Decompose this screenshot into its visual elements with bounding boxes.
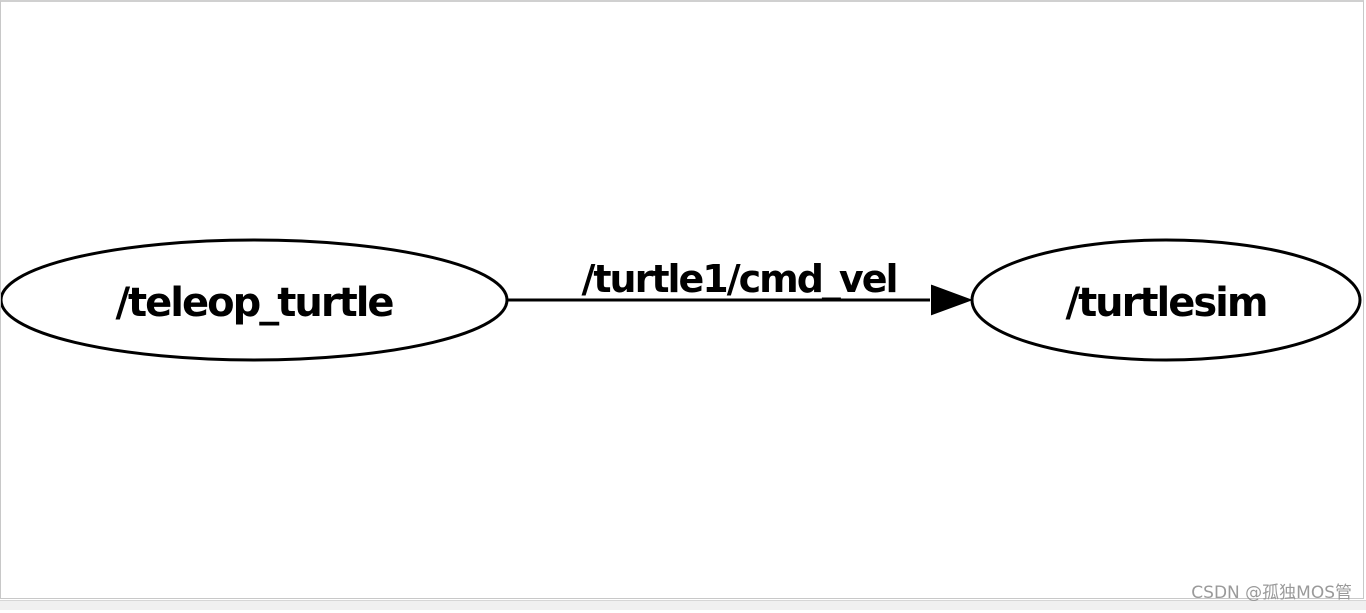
node-ellipse (970, 238, 1362, 362)
edge-arrowhead (931, 284, 973, 316)
node-label-turtlesim: /turtlesim (1065, 280, 1266, 326)
edge-teleop-to-turtlesim: /turtle1/cmd_vel (508, 257, 973, 316)
edge-label-topic: /turtle1/cmd_vel (581, 257, 896, 301)
bottom-scroll-strip (0, 600, 1366, 610)
node-turtlesim[interactable]: /turtlesim (970, 238, 1362, 362)
node-ellipse (0, 238, 509, 362)
node-label-teleop-turtle: /teleop_turtle (115, 280, 393, 326)
node-teleop-turtle[interactable]: /teleop_turtle (0, 238, 509, 362)
watermark-text: CSDN @孤独MOS管 (1191, 583, 1352, 603)
